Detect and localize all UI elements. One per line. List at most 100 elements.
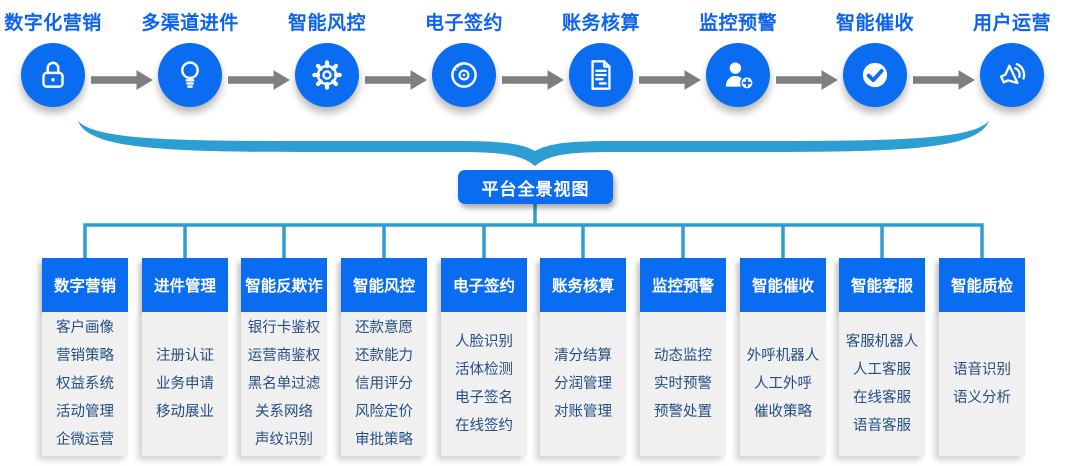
- list-item: 营销策略: [56, 348, 114, 364]
- column-items: 还款意愿 还款能力 信用评分 风险定价 审批策略: [341, 312, 427, 456]
- stage-circle: [432, 43, 496, 107]
- list-item: 权益系统: [56, 376, 114, 392]
- column-title: 数字营销: [42, 258, 128, 312]
- flow-stage-risk-control: 智能风控: [265, 8, 389, 107]
- megaphone-icon: [999, 62, 1026, 85]
- list-item: 还款意愿: [355, 320, 413, 336]
- column-collection: 智能催收 外呼机器人 人工外呼 催收策略: [740, 258, 826, 456]
- list-item: 电子签名: [455, 390, 513, 406]
- list-item: 活体检测: [455, 362, 513, 378]
- stage-label: 智能风控: [287, 13, 366, 34]
- stage-label: 数字化营销: [4, 13, 102, 34]
- list-item: 还款能力: [355, 348, 413, 364]
- list-item: 预警处置: [654, 404, 712, 420]
- list-item: 风险定价: [355, 404, 413, 420]
- list-item: 客服机器人: [845, 334, 919, 350]
- brace-shape: [78, 121, 989, 166]
- flow-stage-digital-marketing: 数字化营销: [0, 8, 115, 107]
- list-item: 注册认证: [156, 348, 214, 364]
- column-accounting: 账务核算 清分结算 分润管理 对账管理: [540, 258, 626, 456]
- list-item: 清分结算: [554, 348, 612, 364]
- column-quality-inspection: 智能质检 语音识别 语义分析: [939, 258, 1025, 456]
- stage-label: 多渠道进件: [141, 13, 239, 34]
- check-circle-icon: [862, 62, 888, 88]
- list-item: 人脸识别: [455, 334, 513, 350]
- column-title: 账务核算: [540, 258, 626, 312]
- disc-icon: [451, 62, 477, 88]
- column-title: 电子签约: [441, 258, 527, 312]
- column-title: 智能风控: [341, 258, 427, 312]
- list-item: 银行卡鉴权: [247, 320, 321, 336]
- bulb-icon: [181, 61, 199, 88]
- list-item: 企微运营: [56, 432, 114, 448]
- column-title: 智能质检: [939, 258, 1025, 312]
- flow-stage-user-operation: 用户运营: [950, 8, 1067, 107]
- list-item: 动态监控: [654, 348, 712, 364]
- column-intake-management: 进件管理 注册认证 业务申请 移动展业: [142, 258, 228, 456]
- list-item: 声纹识别: [255, 432, 313, 448]
- column-title: 进件管理: [142, 258, 228, 312]
- list-item: 人工外呼: [754, 376, 812, 392]
- list-item: 关系网络: [255, 404, 313, 420]
- list-item: 实时预警: [654, 376, 712, 392]
- user-add-icon: [725, 62, 754, 90]
- column-items: 注册认证 业务申请 移动展业: [142, 312, 228, 456]
- document-icon: [591, 60, 611, 90]
- list-item: 外呼机器人: [746, 348, 820, 364]
- column-items: 动态监控 实时预警 预警处置: [640, 312, 726, 456]
- list-item: 黑名单过滤: [247, 376, 321, 392]
- column-digital-marketing: 数字营销 客户画像 营销策略 权益系统 活动管理 企微运营: [42, 258, 128, 456]
- column-risk-control: 智能风控 还款意愿 还款能力 信用评分 风险定价 审批策略: [341, 258, 427, 456]
- list-item: 在线客服: [853, 390, 911, 406]
- stage-circle: [843, 43, 907, 107]
- stage-label: 电子签约: [424, 13, 503, 34]
- column-items: 客服机器人 人工客服 在线客服 语音客服: [839, 312, 925, 456]
- stage-circle: [569, 43, 633, 107]
- flow-stage-collection: 智能催收: [813, 8, 937, 107]
- flow-stage-monitoring-alert: 监控预警: [676, 8, 800, 107]
- tree-rail: [83, 223, 984, 258]
- flow-stage-e-signing: 电子签约: [402, 8, 526, 107]
- list-item: 催收策略: [754, 404, 812, 420]
- gear-icon: [312, 60, 342, 90]
- stage-circle: [21, 43, 85, 107]
- stage-label: 用户运营: [972, 13, 1051, 34]
- column-title: 智能客服: [839, 258, 925, 312]
- column-items: 人脸识别 活体检测 电子签名 在线签约: [441, 312, 527, 456]
- column-anti-fraud: 智能反欺诈 银行卡鉴权 运营商鉴权 黑名单过滤 关系网络 声纹识别: [241, 258, 327, 456]
- stage-circle: [158, 43, 222, 107]
- list-item: 分润管理: [554, 376, 612, 392]
- stage-label: 智能催收: [835, 13, 914, 34]
- flow-stage-accounting: 账务核算: [539, 8, 663, 107]
- column-items: 银行卡鉴权 运营商鉴权 黑名单过滤 关系网络 声纹识别: [241, 312, 327, 456]
- column-customer-service: 智能客服 客服机器人 人工客服 在线客服 语音客服: [839, 258, 925, 456]
- list-item: 运营商鉴权: [247, 348, 321, 364]
- stage-label: 监控预警: [698, 13, 777, 34]
- column-monitoring-alert: 监控预警 动态监控 实时预警 预警处置: [640, 258, 726, 456]
- list-item: 语义分析: [953, 390, 1011, 406]
- stage-circle: [706, 43, 770, 107]
- column-items: 清分结算 分润管理 对账管理: [540, 312, 626, 456]
- column-items: 语音识别 语义分析: [939, 312, 1025, 456]
- column-e-signing: 电子签约 人脸识别 活体检测 电子签名 在线签约: [441, 258, 527, 456]
- list-item: 对账管理: [554, 404, 612, 420]
- stage-circle: [980, 43, 1044, 107]
- list-item: 语音客服: [853, 418, 911, 434]
- flow-stage-multi-channel-intake: 多渠道进件: [128, 8, 252, 107]
- tree-lines: [83, 203, 984, 258]
- list-item: 人工客服: [853, 362, 911, 378]
- column-title: 智能反欺诈: [241, 258, 327, 312]
- stage-circle: [295, 43, 359, 107]
- column-title: 监控预警: [640, 258, 726, 312]
- column-title: 智能催收: [740, 258, 826, 312]
- list-item: 活动管理: [56, 404, 114, 420]
- list-item: 客户画像: [56, 320, 114, 336]
- list-item: 审批策略: [355, 432, 413, 448]
- list-item: 信用评分: [355, 376, 413, 392]
- list-item: 在线签约: [455, 418, 513, 434]
- stage-label: 账务核算: [561, 13, 640, 34]
- list-item: 语音识别: [953, 362, 1011, 378]
- list-item: 业务申请: [156, 376, 214, 392]
- column-items: 外呼机器人 人工外呼 催收策略: [740, 312, 826, 456]
